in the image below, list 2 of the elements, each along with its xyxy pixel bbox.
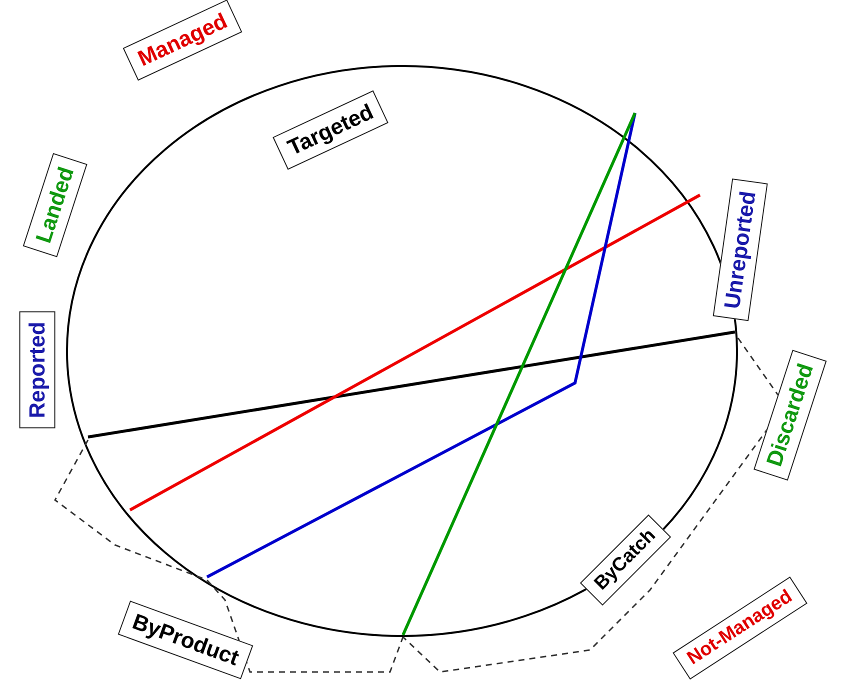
- category-label: Reported: [18, 312, 55, 428]
- category-label: Unreported: [712, 178, 768, 322]
